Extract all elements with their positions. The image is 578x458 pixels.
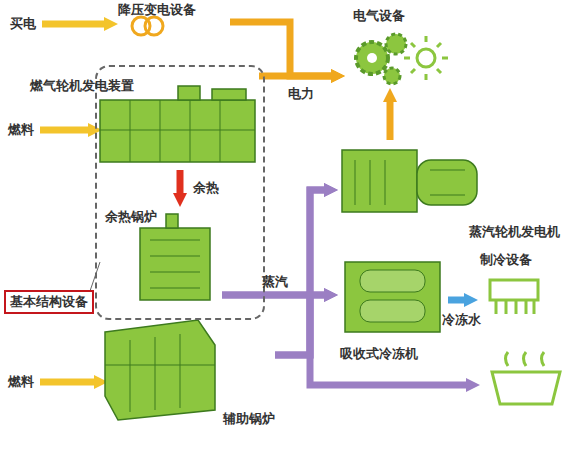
input-label: 燃料 — [8, 122, 34, 138]
flow-arrow — [177, 170, 184, 193]
transformer-coil — [145, 17, 163, 35]
gas-turbine — [100, 100, 255, 162]
flow-arrow — [387, 102, 394, 140]
flow-label: 冷冻水 — [442, 312, 481, 328]
flow-arrow — [275, 190, 324, 355]
gear-symbol — [367, 53, 377, 63]
heating-device — [492, 372, 560, 404]
aux-boiler-lines — [105, 334, 215, 412]
input-arrow — [40, 127, 88, 134]
node-label: 蒸汽轮机发电机 — [469, 224, 560, 240]
node-label: 吸收式冷冻机 — [340, 346, 418, 362]
equipment-node: 电气设备 — [345, 6, 445, 88]
gas-turbine-stack — [212, 89, 246, 100]
equipment-node: 燃气轮机发电装置 — [27, 72, 259, 170]
heat-boiler-lines — [150, 240, 200, 288]
chiller-drum — [360, 270, 425, 292]
heating-steam — [506, 352, 545, 366]
node-label: 余热锅炉 — [105, 209, 157, 225]
gas-turbine-panels — [100, 100, 255, 162]
gear-symbol — [356, 42, 388, 74]
node-label: 电气设备 — [353, 8, 405, 24]
gear-symbol — [384, 68, 400, 84]
equipment-node: 蒸汽轮机发电机 — [338, 140, 560, 240]
steam-branch — [310, 295, 466, 385]
flow-label: 余热 — [193, 180, 219, 196]
steam-turbine-lines — [355, 160, 465, 205]
bulb-symbol — [417, 49, 435, 67]
flow-arrow — [230, 22, 331, 76]
steam-turbine — [342, 150, 417, 212]
equipment-node: 制冷设备 — [478, 250, 556, 320]
equipment-node: 辅助锅炉 — [100, 322, 275, 427]
input-label: 燃料 — [8, 374, 34, 390]
equipment-node: 吸收式冷冻机 — [338, 252, 448, 362]
input-label: 买电 — [10, 16, 36, 32]
heat-boiler-chimney — [166, 214, 178, 228]
steam-turbine-casing — [417, 160, 477, 205]
chiller — [345, 262, 440, 332]
node-label: 辅助锅炉 — [223, 411, 275, 427]
gear-symbol — [386, 34, 406, 54]
gas-turbine-stack — [178, 86, 200, 100]
flow-label: 蒸汽 — [262, 274, 288, 290]
equipment-node: 降压变电设备 — [118, 2, 230, 40]
heat-boiler — [140, 228, 210, 300]
node-label: 燃气轮机发电装置 — [30, 78, 134, 94]
equipment-node: 余热锅炉 — [102, 207, 222, 307]
group-box: 基本结构设备燃气轮机发电装置余热锅炉 — [95, 65, 265, 320]
flow-arrow — [275, 295, 324, 355]
input-arrow — [42, 21, 104, 28]
flow-arrow — [259, 73, 331, 80]
cooling-unit — [490, 280, 538, 300]
bulb-rays — [404, 36, 448, 80]
flow-arrow — [448, 297, 464, 304]
chiller-drum — [360, 300, 425, 322]
flow-label: 电力 — [288, 86, 314, 102]
node-label: 降压变电设备 — [118, 2, 196, 18]
aux-boiler — [105, 320, 215, 420]
input-arrow — [40, 379, 94, 386]
node-label: 制冷设备 — [480, 252, 532, 268]
cooling-unit-fins — [496, 300, 534, 314]
callout-label: 基本结构设备 — [4, 290, 94, 314]
